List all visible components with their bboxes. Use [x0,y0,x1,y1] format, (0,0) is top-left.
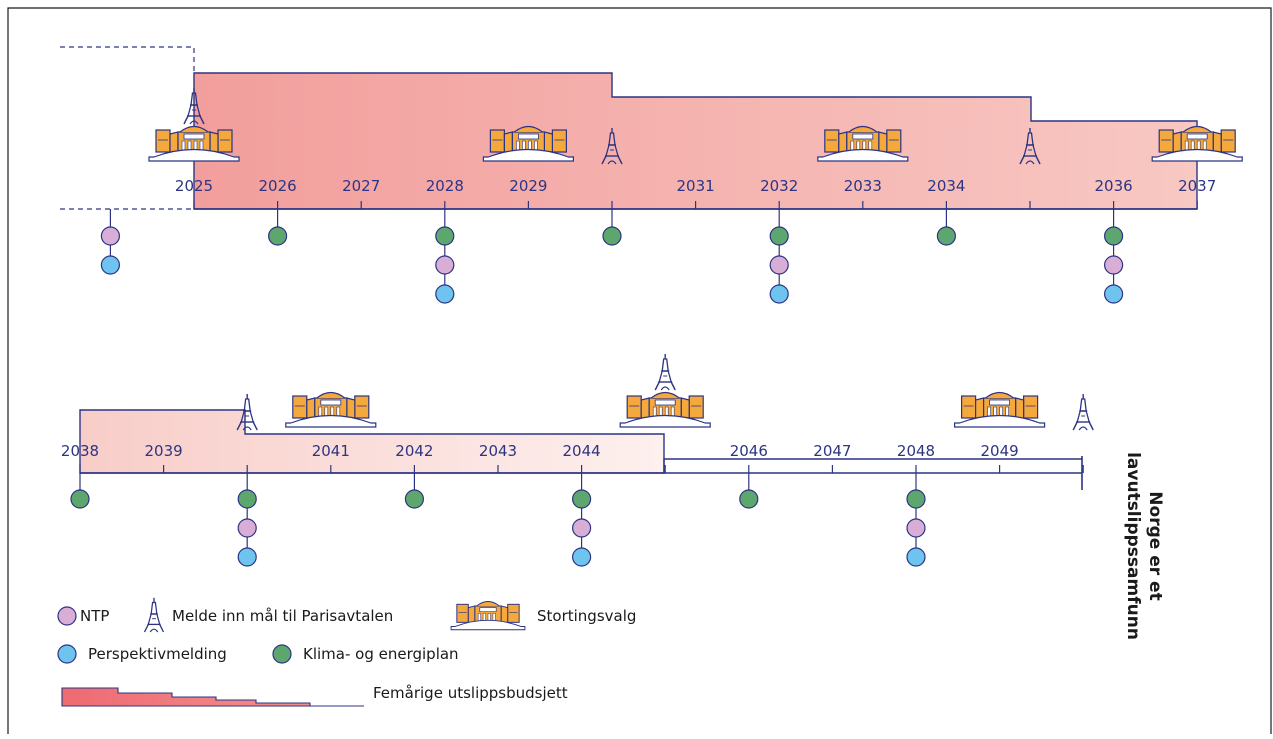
klima-marker [936,226,957,246]
klima-marker [70,489,90,509]
klima-marker [602,226,622,246]
year-label: 2029 [509,177,547,195]
ntp-marker [906,518,926,538]
pre-budget-dashed-top [60,46,195,73]
legend-budget-label: Femårige utslippsbudsjett [373,684,568,702]
legend-storting-label: Stortingsvalg [537,607,636,625]
storting-icon [285,391,377,428]
year-label: 2028 [426,177,464,195]
legend-paris-label: Melde inn mål til Parisavtalen [172,607,393,625]
perspektiv-marker [906,547,926,567]
perspektiv-marker [237,547,257,567]
budget-area-row1 [193,72,1198,210]
perspektiv-marker [1103,284,1124,304]
perspektiv-marker [571,547,592,567]
year-label: 2034 [927,177,965,195]
year-label: 2026 [259,177,297,195]
year-label: 2042 [395,442,433,460]
ntp-marker [435,255,455,275]
year-label: 2038 [61,442,99,460]
year-label: 2033 [844,177,882,195]
ntp-marker [1103,255,1124,275]
klima-marker [435,226,455,246]
perspektiv-marker [769,284,789,304]
legend-budget-icon [61,687,364,707]
year-label: 2046 [730,442,768,460]
storting-icon [1151,125,1243,162]
legend-paris-icon [143,597,165,633]
storting-icon [817,125,909,162]
legend-klima-label: Klima- og energiplan [303,645,459,663]
year-label: 2043 [479,442,517,460]
klima-marker [571,489,592,509]
perspektiv-marker [100,255,121,275]
year-label: 2044 [563,442,601,460]
storting-icon [953,391,1046,428]
ntp-marker [571,518,592,538]
storting-icon [148,125,240,162]
year-label: 2039 [145,442,183,460]
year-label: 2041 [312,442,350,460]
klima-marker [739,489,759,509]
row2-markers: 2038 2039 2041 2042 2043 2044 2046 2047 2048 2049 [61,353,1094,567]
side-title-line1: Norge er et [1145,491,1165,600]
paris-icon [1072,393,1094,431]
storting-icon [619,391,711,428]
side-title: Norge er et lavutslippssamfunn [1123,452,1165,640]
year-label: 2048 [897,442,935,460]
ntp-marker [769,255,789,275]
year-label: 2037 [1178,177,1216,195]
klima-marker [268,226,288,246]
ntp-marker [237,518,257,538]
year-label: 2027 [342,177,380,195]
year-label: 2031 [677,177,715,195]
legend-storting-icon [450,600,526,631]
year-label: 2032 [760,177,798,195]
legend-perspektiv-label: Perspektivmelding [88,645,227,663]
legend-perspektiv-dot [57,644,77,664]
year-label: 2025 [175,177,213,195]
year-label: 2047 [813,442,851,460]
klima-marker [769,226,789,246]
klima-marker [1103,226,1124,246]
budget-step-row2b [663,458,1082,473]
ntp-marker [100,226,121,246]
frame-border [7,7,1272,734]
legend-ntp-dot [57,606,77,626]
storting-icon [482,125,575,162]
klima-marker [237,489,257,509]
row1-markers: 2025 2026 2027 2028 2029 2031 2032 2033 2034 2036… [100,87,1243,304]
year-label: 2036 [1095,177,1133,195]
legend-klima-dot [272,644,292,664]
klima-marker [906,489,926,509]
year-label: 2049 [981,442,1019,460]
side-title-line2: lavutslippssamfunn [1123,452,1143,640]
paris-icon [654,353,676,391]
perspektiv-marker [435,284,455,304]
klima-marker [404,489,424,509]
legend: NTP Melde inn mål til Parisavtalen Stort… [57,597,636,707]
legend-ntp-label: NTP [80,607,109,625]
